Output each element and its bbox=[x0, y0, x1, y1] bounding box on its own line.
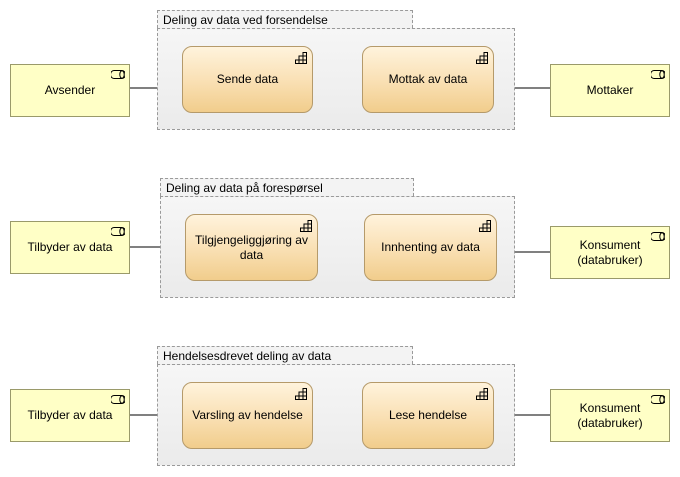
actor-tilbyder-av-data[interactable]: Tilbyder av data bbox=[10, 389, 130, 442]
process-lese-hendelse[interactable]: Lese hendelse bbox=[362, 382, 494, 449]
actor-label: Konsument (databruker) bbox=[577, 400, 643, 430]
actor-label: Tilbyder av data bbox=[27, 408, 113, 422]
function-icon bbox=[476, 52, 488, 64]
actor-konsument[interactable]: Konsument (databruker) bbox=[550, 389, 670, 442]
function-icon bbox=[295, 388, 307, 400]
process-varsling-av-hendelse[interactable]: Varsling av hendelse bbox=[182, 382, 313, 449]
role-icon bbox=[111, 395, 125, 404]
process-label: Sende data bbox=[216, 72, 279, 86]
actor-avsender[interactable]: Avsender bbox=[10, 64, 130, 117]
process-label: Tilgjengeliggjøring av data bbox=[195, 232, 308, 262]
process-sende-data[interactable]: Sende data bbox=[182, 46, 313, 113]
role-icon bbox=[111, 227, 125, 236]
actor-mottaker[interactable]: Mottaker bbox=[550, 64, 670, 117]
role-icon bbox=[651, 232, 665, 241]
process-label: Mottak av data bbox=[388, 72, 468, 86]
group-label: Deling av data ved forsendelse bbox=[157, 10, 413, 28]
actor-label: Mottaker bbox=[586, 83, 634, 97]
process-label: Varsling av hendelse bbox=[192, 408, 303, 422]
group-label: Hendelsesdrevet deling av data bbox=[157, 346, 413, 364]
role-icon bbox=[651, 70, 665, 79]
function-icon bbox=[476, 388, 488, 400]
group-label: Deling av data på forespørsel bbox=[160, 178, 414, 196]
function-icon bbox=[300, 220, 312, 232]
process-innhenting-av-data[interactable]: Innhenting av data bbox=[364, 214, 497, 281]
actor-label: Konsument (databruker) bbox=[577, 237, 643, 267]
process-label: Lese hendelse bbox=[388, 408, 468, 422]
actor-label: Avsender bbox=[44, 83, 96, 97]
function-icon bbox=[479, 220, 491, 232]
process-mottak-av-data[interactable]: Mottak av data bbox=[362, 46, 494, 113]
actor-tilbyder-av-data[interactable]: Tilbyder av data bbox=[10, 221, 130, 274]
actor-konsument[interactable]: Konsument (databruker) bbox=[550, 226, 670, 279]
role-icon bbox=[651, 395, 665, 404]
function-icon bbox=[295, 52, 307, 64]
role-icon bbox=[111, 70, 125, 79]
actor-label: Tilbyder av data bbox=[27, 240, 113, 254]
process-tilgjengeliggjoring[interactable]: Tilgjengeliggjøring av data bbox=[185, 214, 318, 281]
process-label: Innhenting av data bbox=[381, 240, 480, 254]
